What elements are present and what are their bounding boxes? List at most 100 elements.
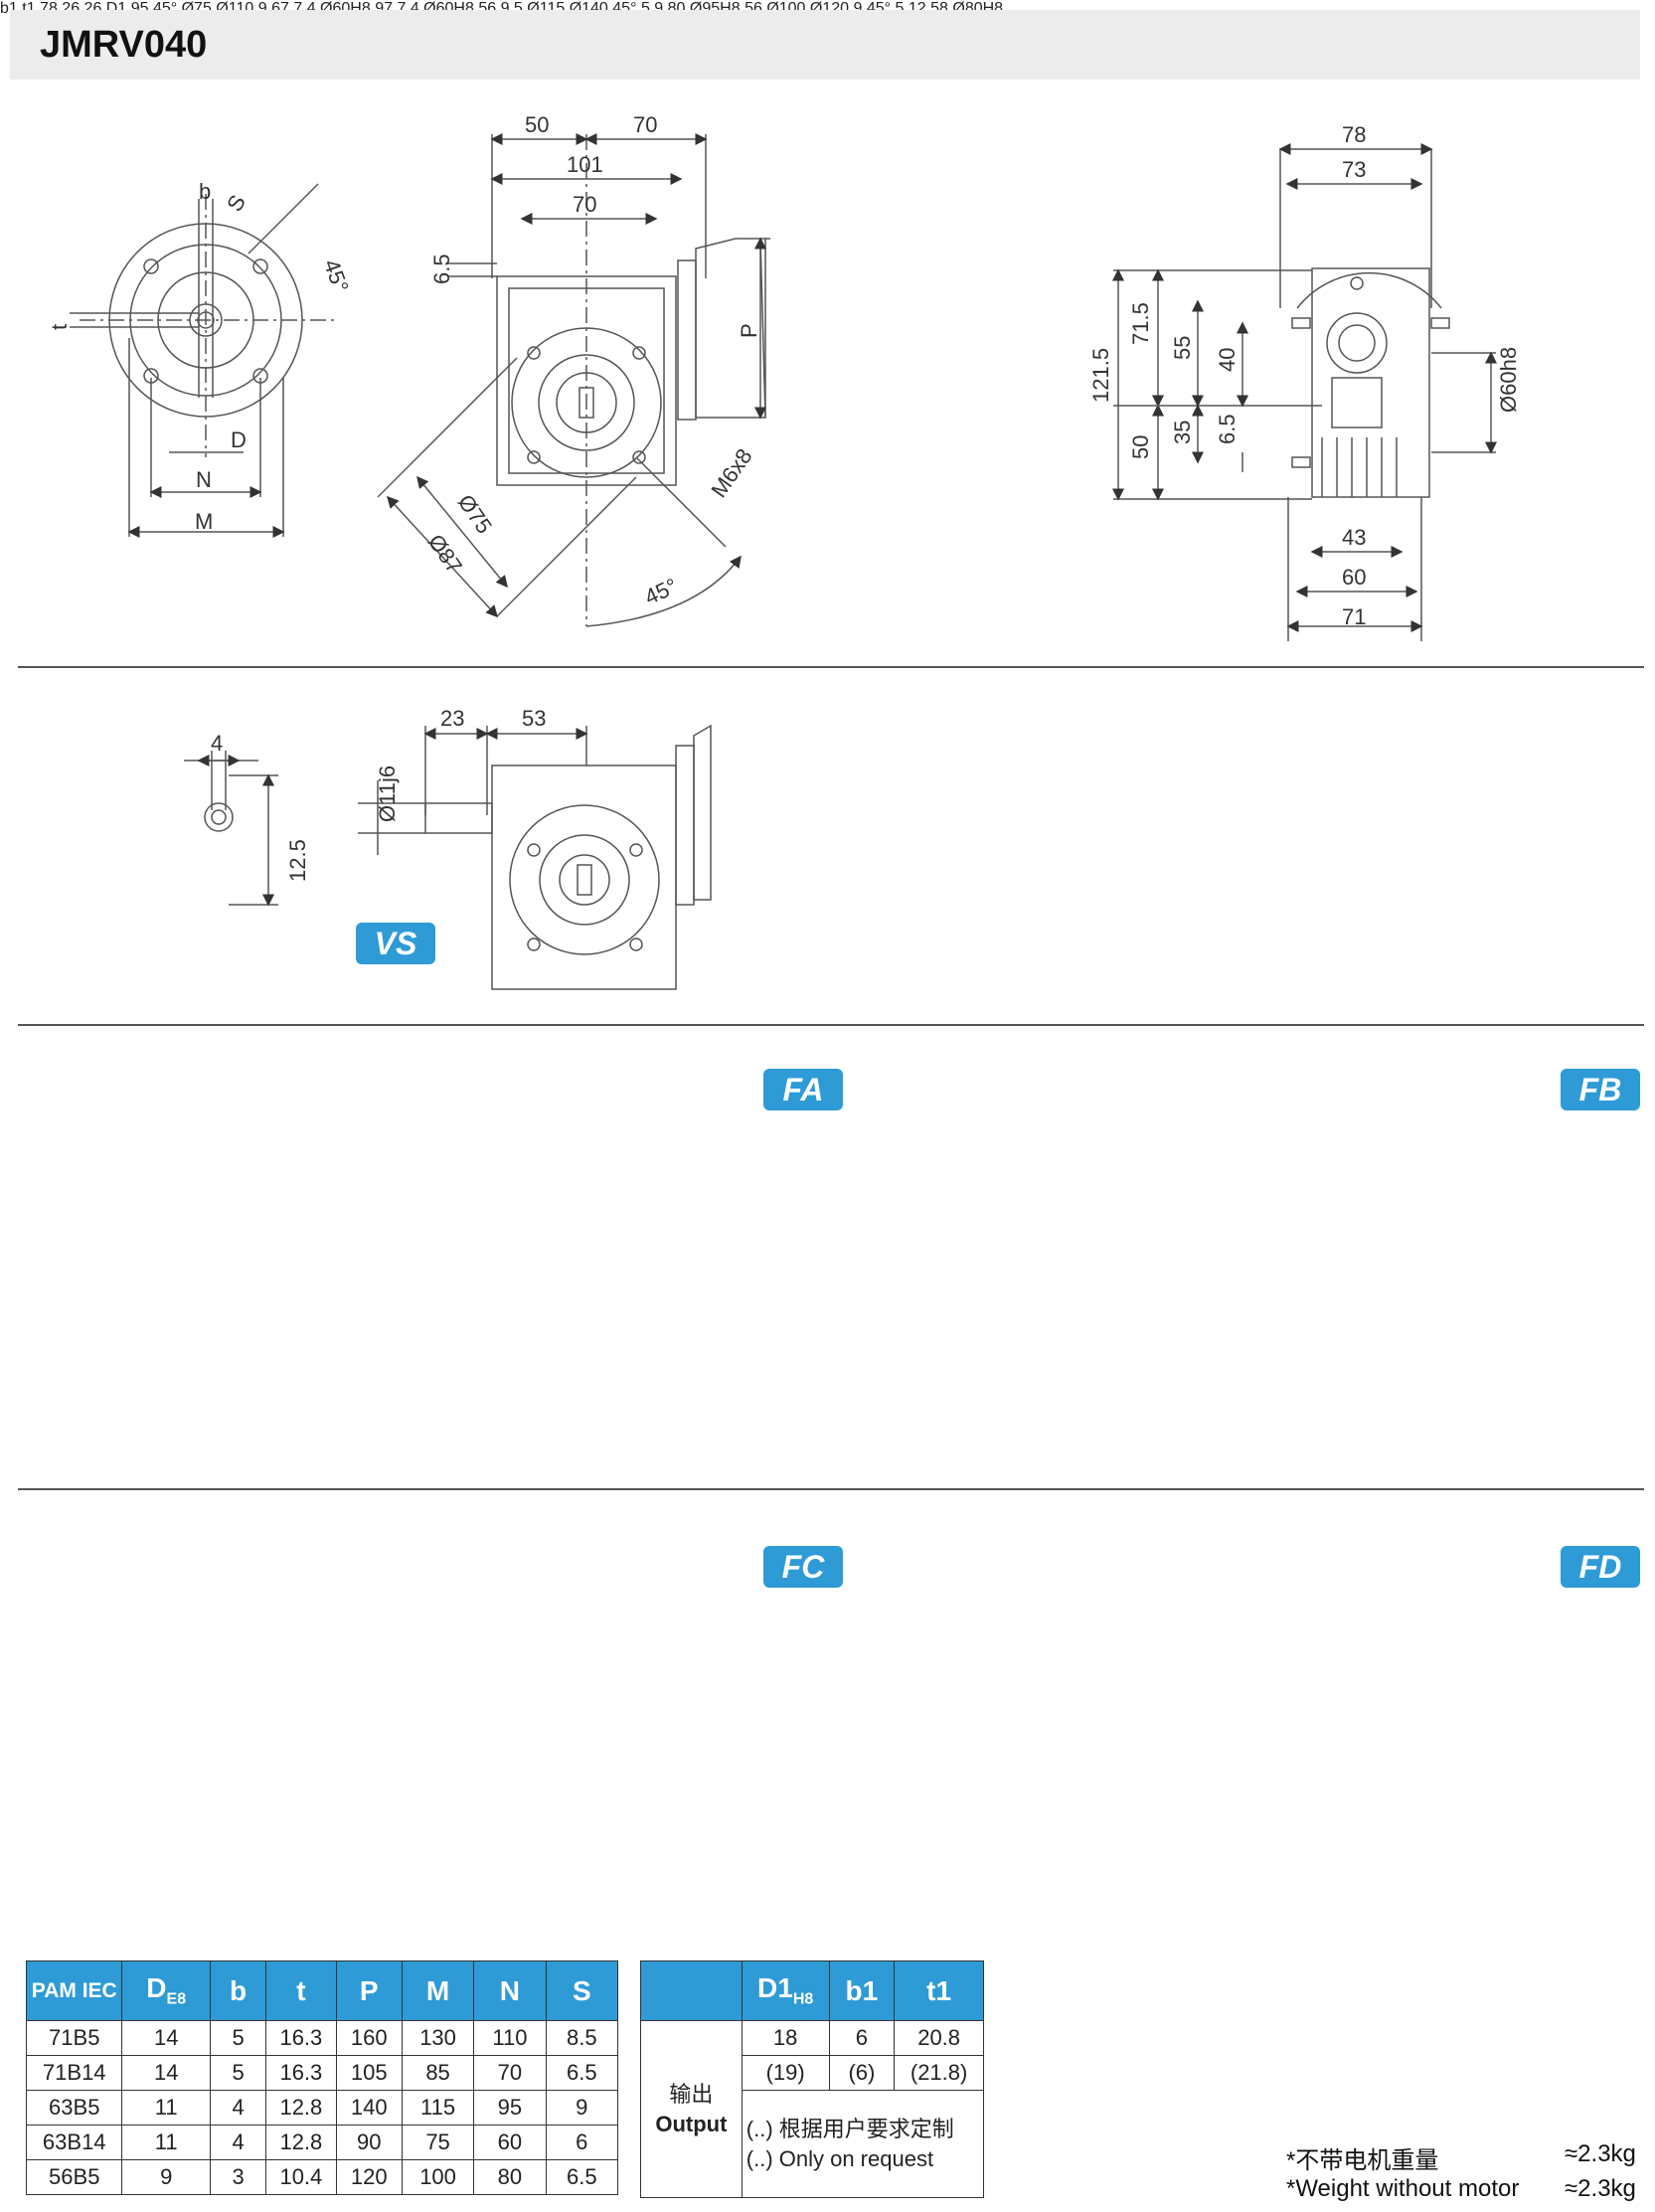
cell: 75 [401,2125,475,2160]
fd-badge: FD [1561,1546,1640,1588]
svg-text:70: 70 [633,112,657,137]
cell: 130 [401,2020,475,2056]
svg-text:6.5: 6.5 [429,254,454,284]
svg-text:53: 53 [522,706,546,731]
header-n: N [473,1960,547,2021]
output-dimension-table: D1H8 b1 t1 输出 Output 18 6 20.8 (19) (6) … [640,1960,985,2198]
svg-text:121.5: 121.5 [1088,348,1113,403]
cell: 8.5 [545,2020,619,2056]
vs-badge: VS [356,923,435,964]
fa-badge: FA [763,1069,843,1110]
cell: 63B5 [25,2090,123,2126]
svg-text:60: 60 [1342,565,1366,590]
cell: 105 [335,2055,403,2091]
svg-text:t: t [47,324,72,330]
svg-text:M: M [195,509,213,534]
header-t: t [265,1960,337,2021]
cell: 71B5 [25,2020,123,2056]
cell: 5 [209,2055,267,2091]
cell: 120 [335,2159,403,2195]
cell: 9 [121,2159,211,2195]
header-pam-iec: PAM IEC [25,1960,123,2021]
cell: 56B5 [25,2159,123,2195]
cell: 90 [335,2125,403,2160]
vs-shaft-key-view [184,751,278,907]
table-row: (19) (6) (21.8) [641,2055,984,2091]
cell: 10.4 [265,2159,337,2195]
cell: 12.8 [265,2090,337,2126]
cell: 14 [121,2020,211,2056]
cell: 6.5 [545,2159,619,2195]
svg-text:71: 71 [1342,604,1366,629]
cell: 140 [335,2090,403,2126]
cell: 85 [401,2055,475,2091]
svg-text:Ø87: Ø87 [423,530,467,578]
cell: 16.3 [265,2020,337,2056]
flange-front-view [70,183,338,538]
fc-badge: FC [763,1546,843,1588]
header-b1: b1 [828,1960,896,2021]
svg-text:78: 78 [1342,122,1366,147]
section-divider [18,666,1644,668]
svg-text:6.5: 6.5 [1215,414,1240,444]
header-m: M [401,1960,475,2021]
title-bar: JMRV040 [10,10,1640,80]
page-title: JMRV040 [40,24,208,66]
cell: 6 [828,2020,896,2056]
svg-text:23: 23 [440,706,464,731]
table-header-row: PAM IEC DE8 b t P M N S [25,1960,619,2021]
cell: 16.3 [265,2055,337,2091]
svg-text:70: 70 [573,192,596,217]
cell: 6 [545,2125,619,2160]
svg-text:43: 43 [1342,525,1366,550]
svg-text:4: 4 [211,731,223,756]
cell: 14 [121,2055,211,2091]
cell: 60 [473,2125,547,2160]
output-label: 输出 Output [640,2020,743,2198]
header-b: b [209,1960,267,2021]
vs-gearbox-view [358,724,712,990]
header-d: DE8 [121,1960,211,2021]
gearbox-side-view [377,133,770,627]
table-row: 63B5 11 4 12.8 140 115 95 9 [25,2090,619,2126]
cell: 11 [121,2125,211,2160]
cell: 5 [209,2020,267,2056]
svg-text:12.5: 12.5 [285,839,310,882]
svg-text:Ø75: Ø75 [453,490,497,538]
weight-note-cn: *不带电机重量 ≈2.3kg [1286,2140,1636,2174]
technical-drawing: b S 45° t D N M [47,112,1521,990]
cell: 4 [209,2125,267,2160]
svg-text:b: b [199,179,211,204]
section-divider [18,1024,1644,1026]
cell: 9 [545,2090,619,2126]
header-t1: t1 [894,1960,984,2021]
svg-text:Ø60h8: Ø60h8 [1496,347,1521,413]
svg-text:S: S [222,191,250,216]
cell: 63B14 [25,2125,123,2160]
svg-text:73: 73 [1342,157,1366,182]
svg-text:101: 101 [567,152,603,177]
cell: 160 [335,2020,403,2056]
cell: 6.5 [545,2055,619,2091]
header-d1: D1H8 [741,1960,830,2021]
header-s: S [545,1960,619,2021]
weight-note-en: *Weight without motor ≈2.3kg [1286,2175,1636,2202]
svg-text:55: 55 [1170,336,1195,360]
svg-text:71.5: 71.5 [1128,302,1153,345]
cell: 115 [401,2090,475,2126]
svg-text:M6x8: M6x8 [706,444,756,502]
table-row: 63B14 11 4 12.8 90 75 60 6 [25,2125,619,2160]
table-row: (..) 根据用户要求定制 (..) Only on request [641,2090,985,2198]
cell: 3 [209,2159,267,2195]
header-p: P [335,1960,403,2021]
table-header-row: D1H8 b1 t1 [640,1960,984,2021]
cell: 70 [473,2055,547,2091]
table-row: 71B14 14 5 16.3 105 85 70 6.5 [25,2055,619,2091]
svg-text:50: 50 [525,112,549,137]
svg-text:40: 40 [1215,348,1240,372]
section-divider [18,1488,1644,1490]
header-empty [640,1960,743,2021]
cell: 110 [473,2020,547,2056]
cell: (21.8) [894,2055,984,2091]
fb-badge: FB [1561,1069,1640,1110]
